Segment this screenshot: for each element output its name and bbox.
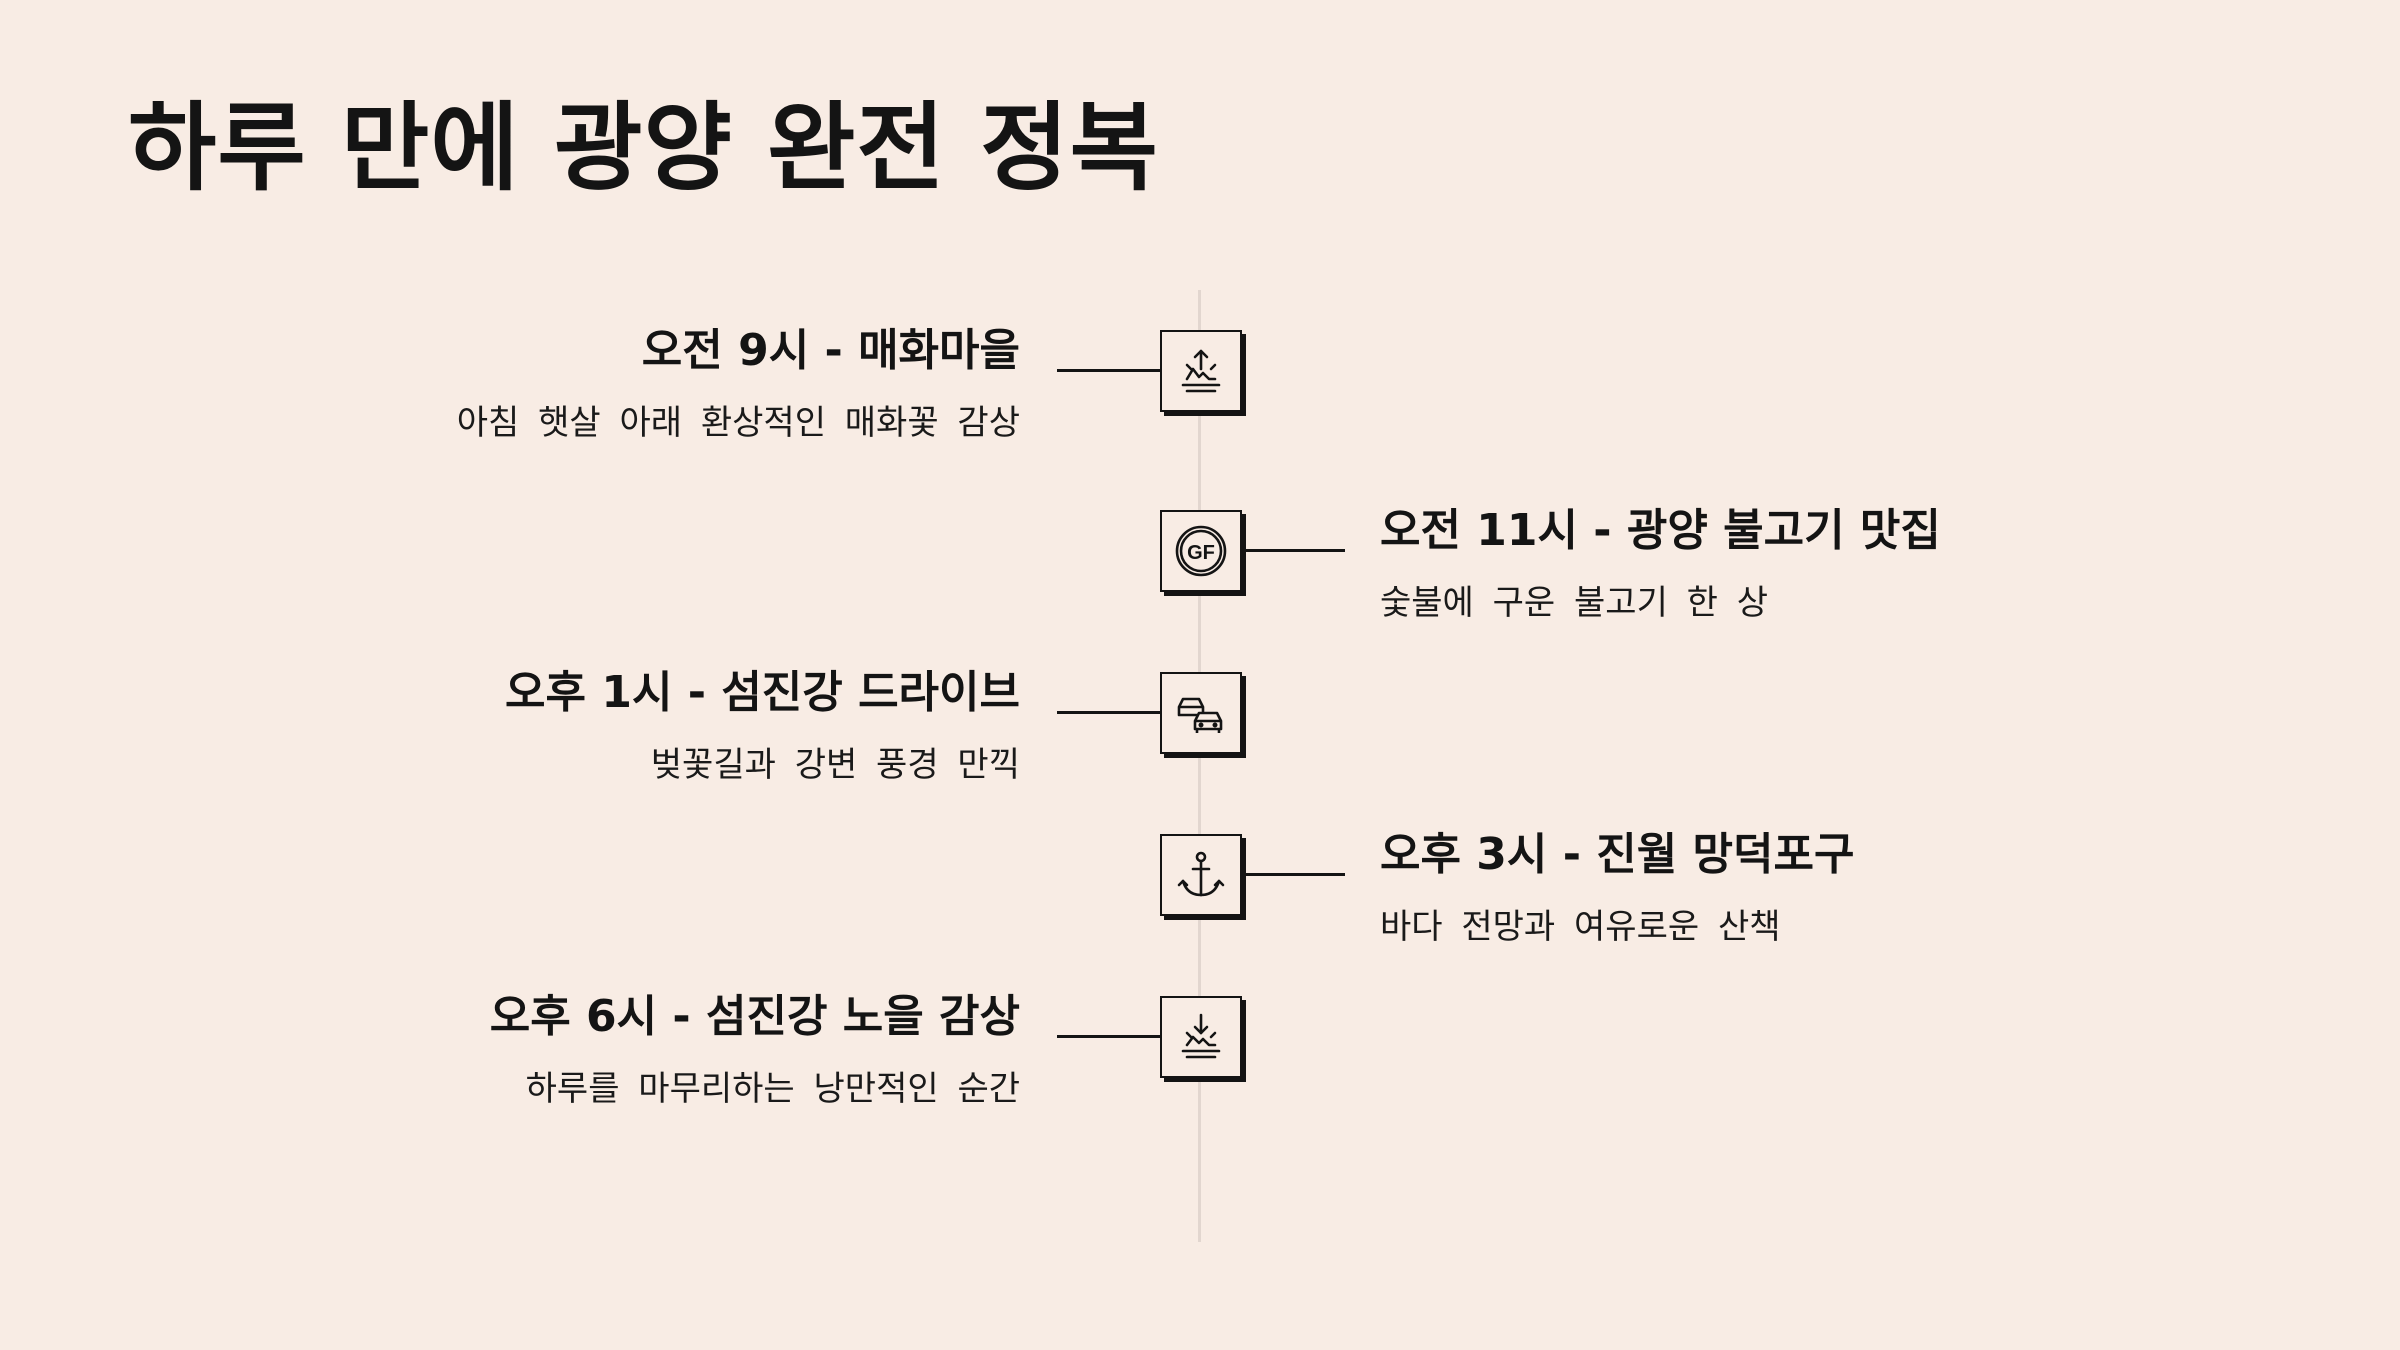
event-description: 벚꽃길과 강변 풍경 만끽 (650, 745, 1020, 785)
event-title: 오후 6시 - 섬진강 노을 감상 (489, 991, 1020, 1042)
cars-icon (1160, 672, 1242, 754)
timeline-event-1: 오전 9시 - 매화마을 아침 햇살 아래 환상적인 매화꽃 감상 (100, 322, 1020, 446)
svg-text:GF: GF (1187, 542, 1215, 564)
event-description: 숯불에 구운 불고기 한 상 (1380, 583, 1769, 623)
timeline-event-3: 오후 1시 - 섬진강 드라이브 벚꽃길과 강변 풍경 만끽 (100, 664, 1020, 788)
event-description: 아침 햇살 아래 환상적인 매화꽃 감상 (456, 403, 1020, 443)
page-title: 하루 만에 광양 완전 정복 (128, 92, 1159, 204)
event-connector (1057, 1035, 1160, 1038)
event-description: 하루를 마무리하는 낭만적인 순간 (525, 1069, 1020, 1109)
event-connector (1057, 711, 1160, 714)
timeline-event-5: 오후 6시 - 섬진강 노을 감상 하루를 마무리하는 낭만적인 순간 (100, 988, 1020, 1112)
timeline-event-2: 오전 11시 - 광양 불고기 맛집 숯불에 구운 불고기 한 상 (1380, 502, 2300, 626)
sunset-icon (1160, 996, 1242, 1078)
timeline-axis (1198, 290, 1201, 1242)
sunrise-icon (1160, 330, 1242, 412)
event-description: 바다 전망과 여유로운 산책 (1380, 907, 1781, 947)
gluten-free-icon: GF (1160, 510, 1242, 592)
event-connector (1243, 873, 1345, 876)
event-title: 오전 9시 - 매화마을 (641, 325, 1020, 376)
event-connector (1057, 369, 1160, 372)
anchor-icon (1160, 834, 1242, 916)
event-title: 오후 1시 - 섬진강 드라이브 (505, 667, 1020, 718)
timeline-event-4: 오후 3시 - 진월 망덕포구 바다 전망과 여유로운 산책 (1380, 826, 2300, 950)
event-title: 오전 11시 - 광양 불고기 맛집 (1380, 505, 1941, 556)
event-connector (1243, 549, 1345, 552)
event-title: 오후 3시 - 진월 망덕포구 (1380, 829, 1855, 880)
